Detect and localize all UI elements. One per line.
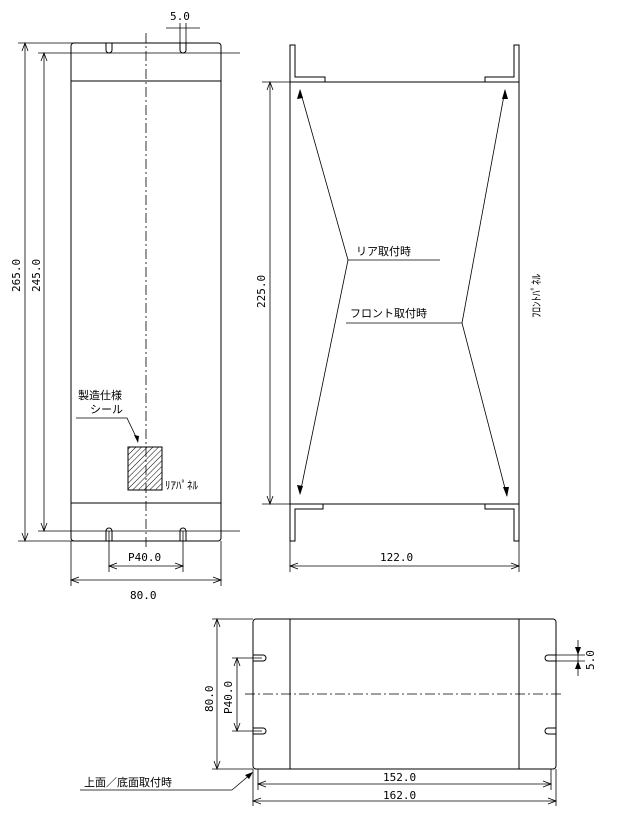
dim-b5-value: 5.0 — [584, 650, 597, 670]
side-bottom-flange-left — [289, 504, 324, 542]
nameplate-leader — [76, 417, 139, 442]
dim-bp40-value: P40.0 — [222, 681, 235, 714]
front-mount-arrow-up — [502, 89, 508, 99]
dim-162-arrow-left — [251, 797, 262, 805]
bottom-slot-right-bottom — [544, 727, 556, 735]
front-mount-arrow-down — [503, 487, 509, 497]
dim-162-arrow-right — [547, 797, 558, 805]
dim-245-value: 245.0 — [30, 259, 43, 292]
side-bottom-flange-right — [484, 504, 520, 542]
rear-mount-arrow-down — [297, 485, 303, 495]
nameplate-label-line1: 製造仕様 — [78, 388, 122, 402]
dim-265-value: 265.0 — [10, 259, 23, 292]
dim-b80-value: 80.0 — [203, 686, 216, 713]
front-panel-label: ﾌﾛﾝﾄﾊﾟﾈﾙ — [530, 274, 543, 318]
dim-b5-arrow-bottom — [575, 661, 581, 669]
dim-152-arrow-left — [256, 780, 267, 788]
bottom-slot-right-top — [544, 654, 556, 662]
nameplate-seal — [127, 446, 163, 491]
side-top-flange-right — [484, 44, 520, 82]
dim-265-arrow-bottom — [21, 532, 29, 543]
dim-152-value: 152.0 — [383, 771, 416, 784]
rear-panel-label: ﾘｱﾊﾟﾈﾙ — [165, 479, 198, 492]
front-view-dimensions: 5.0 265.0 245.0 P40.0 80.0 — [10, 10, 240, 602]
dim-p40-value: P40.0 — [128, 551, 161, 564]
dim-80-value: 80.0 — [130, 589, 157, 602]
side-view: リア取付時 フロント取付時 ﾌﾛﾝﾄﾊﾟﾈﾙ — [289, 44, 543, 542]
rear-mount-label: リア取付時 — [356, 245, 411, 258]
dim-122-value: 122.0 — [380, 551, 413, 564]
dim-80-arrow-left — [69, 576, 80, 584]
dim-b5-arrow-top — [575, 647, 581, 655]
bottom-view — [245, 618, 564, 770]
dim-80-arrow-right — [212, 576, 223, 584]
front-top-slot-left — [105, 43, 113, 54]
bottom-view-dimensions: 80.0 P40.0 5.0 152.0 162.0 上面／底面取付時 — [80, 617, 597, 806]
dim-bp40-arrow-bottom — [233, 722, 241, 733]
dim-b80-arrow-bottom — [213, 760, 221, 771]
dim-225-value: 225.0 — [255, 275, 268, 308]
side-view-dimensions: 225.0 122.0 — [255, 80, 521, 572]
bottom-mount-arrow — [245, 772, 253, 779]
front-top-slot-right — [179, 43, 187, 54]
dim-152-arrow-right — [542, 780, 553, 788]
dim-225-arrow-bottom — [266, 495, 274, 506]
side-top-flange-left — [289, 44, 326, 82]
dim-265-arrow-top — [21, 41, 29, 52]
dim-p40-arrow-left — [107, 562, 118, 570]
dim-162-value: 162.0 — [383, 789, 416, 802]
nameplate-label-line2: シール — [90, 403, 123, 416]
rear-mount-arrow-up — [297, 89, 303, 99]
rear-mount-leader-down — [299, 259, 349, 495]
nameplate-leader-arrow — [134, 435, 139, 443]
dim-225-arrow-top — [266, 80, 274, 91]
front-mount-label: フロント取付時 — [350, 307, 427, 320]
rear-mount-leader-up — [299, 89, 349, 261]
dim-b80-arrow-top — [213, 617, 221, 628]
bottom-slot-left-bottom — [253, 727, 267, 735]
dim-122-arrow-left — [288, 562, 299, 570]
dim-122-arrow-right — [510, 562, 521, 570]
dim-bp40-arrow-top — [233, 656, 241, 667]
dim-245-arrow-top — [40, 51, 48, 62]
dim-p40-arrow-right — [174, 562, 185, 570]
dim-top-slot-value: 5.0 — [170, 10, 190, 23]
front-view: 製造仕様 シール ﾘｱﾊﾟﾈﾙ — [70, 33, 222, 548]
front-mount-leader-up — [461, 89, 506, 324]
bottom-mount-label: 上面／底面取付時 — [84, 775, 172, 789]
bottom-slot-left-top — [253, 654, 267, 662]
dim-245-arrow-bottom — [40, 522, 48, 533]
front-mount-leader-down — [461, 322, 508, 497]
side-view-body — [289, 81, 520, 505]
